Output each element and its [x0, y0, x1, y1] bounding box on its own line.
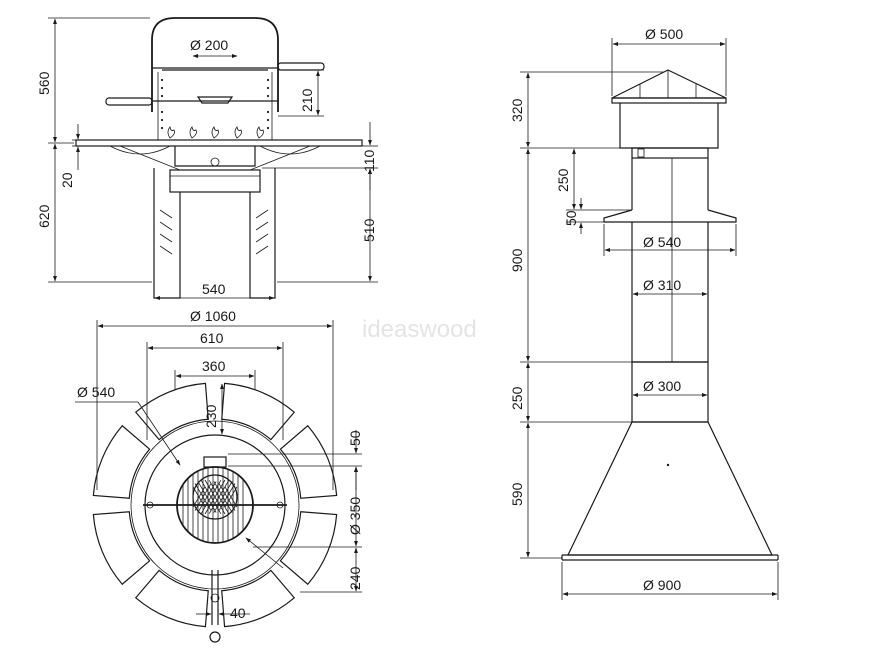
table-petal [92, 424, 151, 499]
dim-hood-height: 590 [509, 482, 525, 506]
dim-collar-height: 250 [555, 168, 571, 192]
left-leg [153, 168, 181, 299]
dim-pipe-dia: Ø 310 [643, 277, 681, 293]
dim-offset-240: 240 [347, 566, 363, 590]
dim-table-inner-dia: Ø 540 [77, 384, 115, 400]
table-petal [221, 569, 296, 628]
flame-icon-row [167, 126, 264, 139]
dim-cap-height: 320 [509, 98, 525, 122]
right-leg [249, 168, 276, 299]
grill-handle [151, 17, 279, 112]
grate-top-handle [203, 456, 227, 468]
dim-width-360: 360 [202, 358, 226, 374]
table-petals [92, 382, 338, 628]
dim-fire-bowl-depth: 110 [361, 149, 377, 172]
table-petal [279, 424, 338, 499]
watermark-text: ideaswood [362, 316, 477, 343]
dim-lower-pipe-dia: Ø 300 [643, 378, 681, 394]
table-petal [92, 511, 151, 586]
grill-pan [196, 96, 234, 104]
table-petal [134, 569, 209, 628]
grill-top-view: Ø 1060 610 360 230 Ø 540 50 Ø 350 240 [75, 308, 363, 643]
dim-table-thickness: 20 [59, 172, 75, 188]
dim-collar-dia: Ø 540 [643, 234, 681, 250]
dim-handle-40: 40 [230, 605, 246, 621]
dim-hood-dia: Ø 900 [643, 577, 681, 593]
dim-grate-dia: Ø 350 [347, 497, 363, 535]
dim-pipe-height: 900 [509, 248, 525, 272]
dim-leg-spacing: 540 [202, 281, 226, 297]
grill-side-view: 560 620 20 Ø 200 210 110 510 540 [36, 17, 378, 300]
dim-width-610: 610 [200, 330, 224, 346]
chimney-hood-view: Ø 500 320 900 250 50 Ø 540 Ø 310 250 Ø 3… [509, 26, 779, 600]
dim-cap-dia: Ø 500 [645, 26, 683, 42]
chimney-cap [611, 69, 727, 99]
left-side-handle [105, 97, 153, 106]
grate-top-plate [192, 474, 238, 520]
dim-total-height-top: 560 [36, 71, 52, 95]
table-petal [221, 382, 296, 441]
dim-grate-height: 210 [299, 88, 315, 112]
dim-depth-230: 230 [203, 404, 219, 428]
rail-holes [160, 78, 270, 130]
ash-drawer [169, 169, 261, 193]
hood-cone [567, 421, 773, 556]
table-top [75, 139, 363, 147]
upper-pipe [631, 147, 709, 159]
fire-bowl [174, 146, 256, 167]
dim-overall-dia: Ø 1060 [190, 308, 236, 324]
right-side-handle [277, 62, 325, 71]
dim-lower-pipe-height: 250 [509, 386, 525, 410]
table-petal [279, 511, 338, 586]
chimney-collar [603, 209, 737, 223]
dim-leg-height: 510 [361, 218, 377, 242]
dim-total-height-bottom: 620 [36, 204, 52, 228]
dim-upper-grate-dia: Ø 200 [190, 37, 228, 53]
bottom-knob [209, 631, 221, 643]
dim-collar-thickness: 50 [563, 210, 579, 226]
dim-offset-50: 50 [347, 430, 363, 446]
